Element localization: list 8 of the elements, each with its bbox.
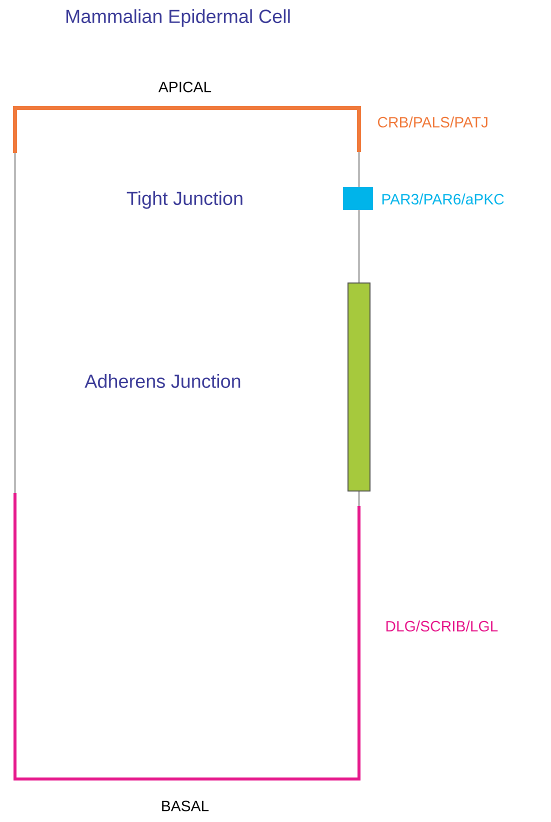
- title: Mammalian Epidermal Cell: [66, 9, 290, 27]
- junction-label: Tight Junction: [126, 191, 242, 209]
- protein-label: CRB/PALS/PATJ: [378, 116, 488, 128]
- junction-label: Adherens Junction: [84, 374, 240, 388]
- region-label: BASAL: [162, 800, 209, 812]
- protein-label: PAR3/PAR6/aPKC: [382, 194, 504, 204]
- protein-label: DLG/SCRIB/LGL: [386, 620, 498, 632]
- region-label: APICAL: [158, 82, 212, 92]
